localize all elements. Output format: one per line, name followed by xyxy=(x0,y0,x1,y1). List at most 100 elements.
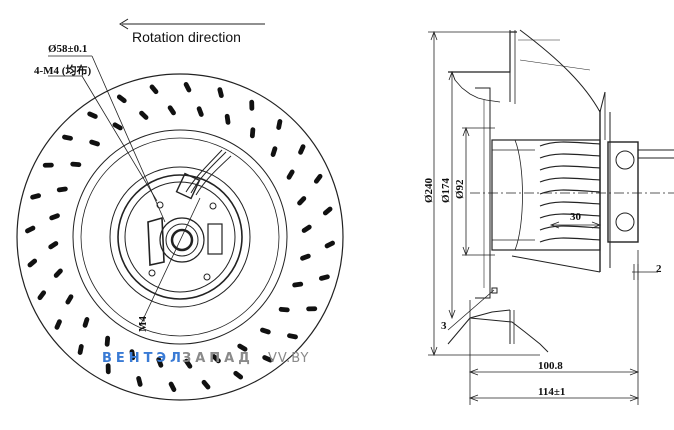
motor-outer xyxy=(117,174,243,300)
blade-slot xyxy=(233,370,244,380)
blade-slot xyxy=(201,379,211,390)
impeller-outer-ring xyxy=(16,73,344,401)
cooling-fin xyxy=(539,153,601,159)
cooling-fin xyxy=(539,201,601,207)
blade-slot xyxy=(322,206,333,216)
blade-slot xyxy=(184,358,193,369)
cooling-fin xyxy=(539,177,601,183)
motor-housing xyxy=(607,141,639,243)
blade-slot xyxy=(211,354,221,364)
cable-bundle xyxy=(185,149,232,196)
mount-hole xyxy=(203,273,211,281)
blade-slot xyxy=(183,82,192,93)
cooling-fin xyxy=(539,225,601,231)
blade-slot xyxy=(65,294,74,305)
blade-slot xyxy=(300,253,311,261)
blade-slot xyxy=(224,113,231,125)
cooling-fin xyxy=(539,141,601,147)
cooling-fin xyxy=(539,213,601,219)
impeller-blades xyxy=(25,82,335,392)
blade-slot xyxy=(287,333,298,340)
blade-slot xyxy=(42,162,54,168)
bolt-circle-label: Ø58±0.1 xyxy=(48,43,87,55)
blade-slot xyxy=(48,241,59,250)
blade-slot xyxy=(301,224,312,233)
motor-body xyxy=(491,139,601,251)
blade-slot xyxy=(129,349,136,361)
impeller-ring-3 xyxy=(80,137,280,337)
watermark-domain: VV.BY xyxy=(268,351,309,366)
screws-label: 4-M4 (均布) xyxy=(34,63,91,77)
blade-slot xyxy=(168,381,177,392)
dim-100-8: 100.8 xyxy=(538,360,563,372)
thread-label: M4 xyxy=(137,316,149,332)
blade-slot xyxy=(37,290,47,301)
cooling-fin xyxy=(539,165,601,171)
cable-clamp xyxy=(175,172,201,200)
blade-slot xyxy=(136,375,143,387)
motor-ring xyxy=(124,181,236,293)
dim-3: 3 xyxy=(441,320,447,332)
cable-gland-bottom xyxy=(615,212,635,232)
blade-slot xyxy=(217,87,224,99)
dim-diameter-92: Ø92 xyxy=(454,179,466,199)
blade-slot xyxy=(56,186,68,193)
blade-slot xyxy=(249,127,256,139)
blade-slot xyxy=(49,213,60,221)
blade-slot xyxy=(53,268,63,278)
blade-slot xyxy=(237,343,248,352)
inlet-ring xyxy=(109,166,251,308)
blade-slot xyxy=(292,281,304,288)
blade-slot xyxy=(278,306,290,313)
blade-slot xyxy=(196,106,204,117)
blade-slot xyxy=(318,274,330,281)
cable xyxy=(638,149,674,159)
mount-hole xyxy=(156,201,164,209)
blade-slot xyxy=(286,169,295,180)
watermark-brand-blue: ВЕНТЭЛ xyxy=(102,351,185,366)
blade-slot xyxy=(89,139,100,147)
blade-slot xyxy=(306,306,318,312)
blade-slot xyxy=(324,240,335,249)
top-plate xyxy=(448,31,517,73)
cable-gland-top xyxy=(615,150,635,170)
blade-slot xyxy=(260,327,271,335)
motor-cooling-fins xyxy=(539,141,601,243)
hub-ring xyxy=(159,217,205,263)
blade-slot xyxy=(139,110,149,120)
blade-slot xyxy=(62,134,73,141)
blade-slot xyxy=(30,193,42,200)
blade-slot xyxy=(249,99,255,111)
blade-slot xyxy=(87,111,98,119)
blade-slot xyxy=(297,196,307,206)
dim-diameter-240: Ø240 xyxy=(423,177,435,203)
blade-slot xyxy=(105,363,111,375)
leader-lines xyxy=(48,55,201,327)
capacitor xyxy=(207,223,223,255)
mount-hole xyxy=(209,202,217,210)
blade-slot xyxy=(104,335,111,347)
dim-30: 30 xyxy=(570,211,582,223)
blade-slot xyxy=(116,94,127,104)
blade-slot xyxy=(82,317,90,328)
watermark-brand-gray: ЗАПАД xyxy=(182,351,254,366)
reference-marker xyxy=(491,287,498,294)
cooling-fin xyxy=(539,237,601,243)
blade-slot xyxy=(25,225,36,234)
dim-diameter-174: Ø174 xyxy=(440,177,452,203)
rotation-direction-arrow xyxy=(119,18,265,30)
bottom-plate xyxy=(447,309,511,345)
blade-slot xyxy=(276,119,283,130)
blade-slot xyxy=(149,84,159,95)
rotation-direction-label: Rotation direction xyxy=(132,29,241,45)
shaft-hole xyxy=(170,228,194,252)
hub-outer xyxy=(165,223,199,257)
side-view xyxy=(447,29,674,353)
dim-2: 2 xyxy=(656,263,662,275)
connector-box xyxy=(147,216,165,266)
blade-slot xyxy=(54,319,62,330)
dim-114: 114±1 xyxy=(538,386,565,398)
blade-slot xyxy=(27,258,38,268)
